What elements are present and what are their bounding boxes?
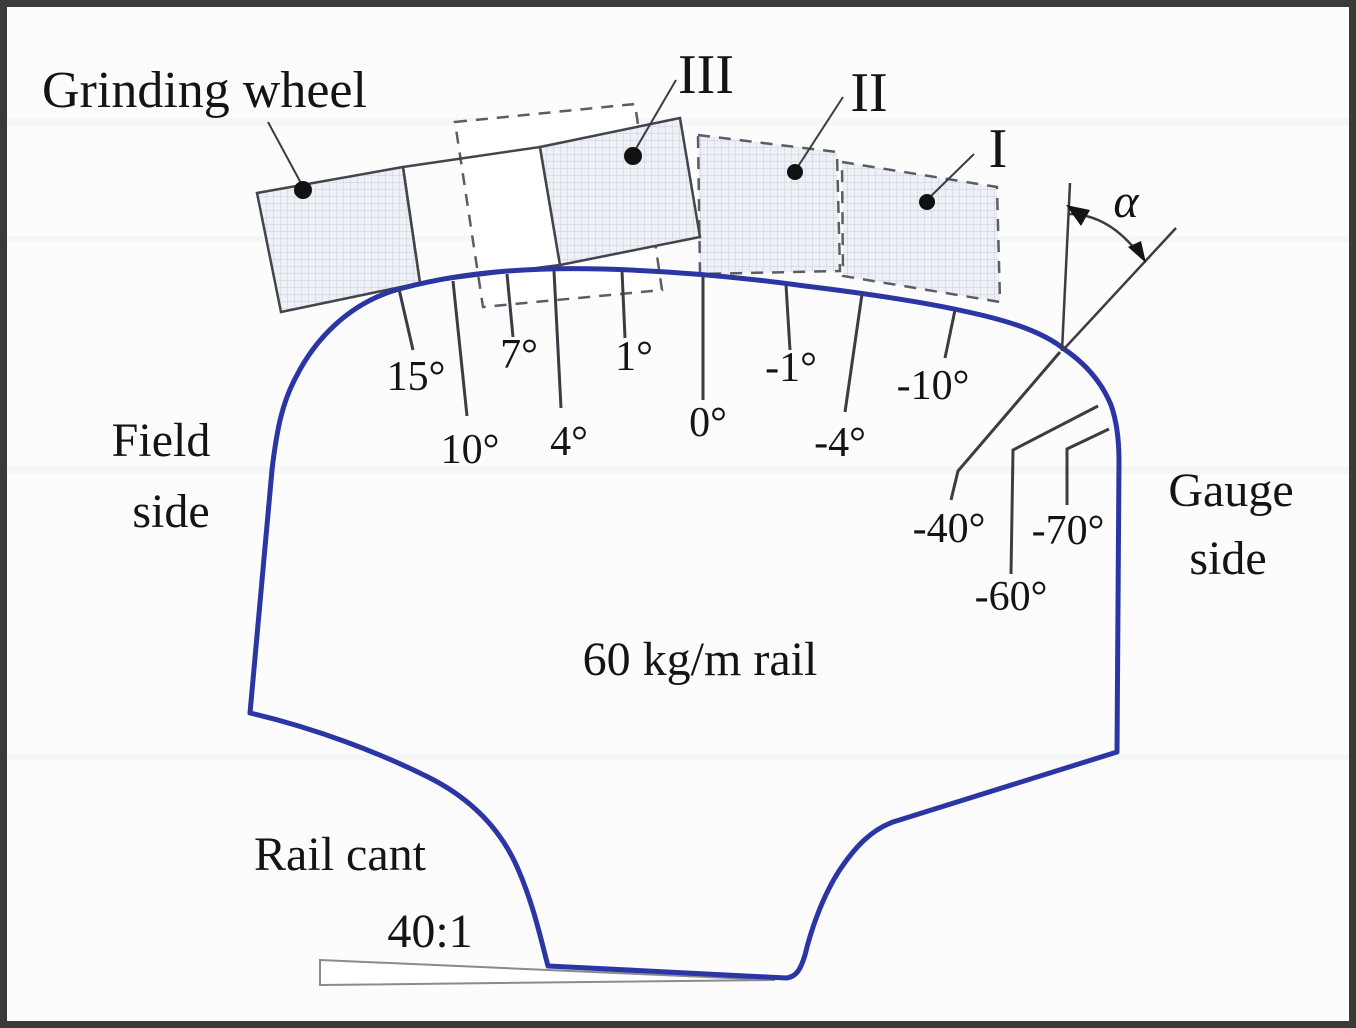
angle-ticks	[397, 270, 1110, 575]
phantom-wheel-position-II	[696, 133, 842, 276]
angle-label-minus40: -40°	[913, 506, 986, 552]
scan-band	[7, 466, 1349, 474]
callout-dots	[294, 147, 935, 210]
angle-label-7: 7°	[500, 332, 538, 378]
dot-position-II-icon	[787, 164, 803, 180]
angle-label-minus60: -60°	[975, 574, 1048, 620]
dot-grinding-wheel-icon	[294, 181, 312, 199]
leader-position-III	[633, 79, 677, 153]
rail-cant-label: Rail cant	[254, 828, 427, 881]
grinding-wheel-label: Grinding wheel	[42, 62, 367, 119]
field-side-label-line2: side	[132, 485, 209, 538]
alpha-arrowhead-right-icon	[1128, 241, 1146, 263]
alpha-inclined-line	[1062, 227, 1177, 351]
tick-15deg	[397, 288, 415, 351]
tick-10deg	[451, 280, 469, 417]
rail-type-label: 60 kg/m rail	[583, 633, 818, 686]
wheel-position-I-label: I	[989, 118, 1008, 180]
callout-leaders	[267, 79, 975, 199]
leader-minus40deg	[949, 351, 1062, 501]
tick-minus10deg	[943, 309, 957, 359]
alpha-symbol-label: α	[1113, 175, 1139, 228]
dot-position-I-icon	[919, 194, 935, 210]
tick-minus4deg	[843, 293, 864, 413]
angle-label-0: 0°	[689, 400, 727, 446]
angle-label-1: 1°	[615, 334, 653, 380]
angle-label-minus1: -1°	[765, 345, 817, 391]
dot-position-III-icon	[624, 147, 642, 165]
leader-grinding-wheel	[267, 121, 303, 186]
tick-4deg	[552, 270, 563, 409]
wheel-position-II-label: II	[850, 62, 887, 124]
alpha-angle-construction	[1060, 182, 1177, 352]
alpha-reference-line	[1060, 182, 1072, 352]
angle-label-minus70: -70°	[1032, 508, 1105, 554]
alpha-arrowhead-left-icon	[1066, 205, 1090, 226]
rail-cant-ratio-label: 40:1	[387, 905, 472, 958]
angle-label-15: 15°	[387, 354, 446, 400]
rail-cant-wedge	[319, 958, 776, 987]
tick-1deg	[620, 270, 627, 339]
leader-position-II	[796, 96, 844, 169]
leader-minus60deg	[1009, 404, 1099, 575]
angle-label-10: 10°	[441, 427, 500, 473]
angle-label-minus10: -10°	[897, 363, 970, 409]
tick-7deg	[505, 273, 515, 338]
rail-profile-outline	[247, 266, 1122, 981]
gauge-side-label-line1: Gauge	[1168, 464, 1293, 517]
tick-minus1deg	[784, 284, 792, 351]
scan-band	[7, 754, 1349, 760]
angle-label-minus4: -4°	[814, 420, 866, 466]
grinding-wheel-segment-position-III	[538, 116, 702, 267]
rail-grinding-diagram: Grinding wheel III II I α 15° 10° 7° 4° …	[7, 44, 1349, 987]
field-side-label-line1: Field	[112, 414, 211, 467]
leader-minus70deg	[1065, 427, 1110, 505]
gauge-side-label-line2: side	[1189, 532, 1266, 585]
leader-position-I	[928, 153, 975, 199]
phantom-wheel-position-I	[840, 160, 1002, 304]
solid-grinding-wheel	[255, 116, 702, 314]
angle-label-4: 4°	[550, 419, 588, 465]
wheel-position-III-label: III	[678, 44, 734, 106]
